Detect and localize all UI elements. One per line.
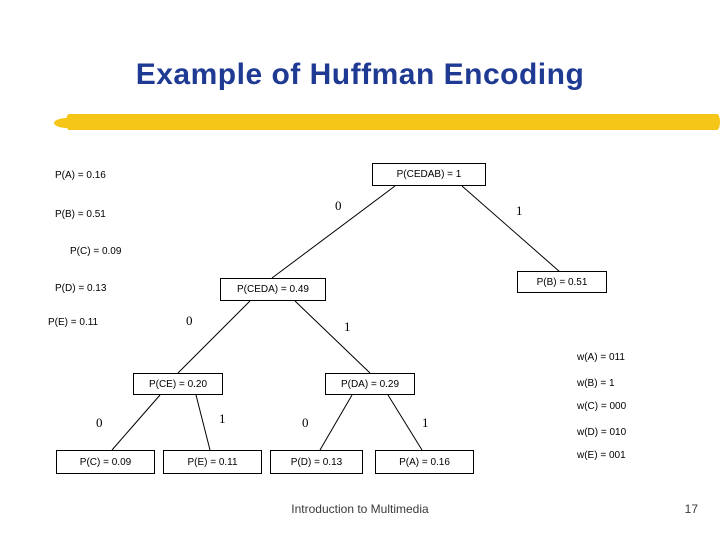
edge-label-ceda-right: 1: [344, 319, 351, 334]
tree-node-b[interactable]: P(B) = 0.51: [517, 271, 607, 293]
edge-label-ce-right: 1: [219, 411, 226, 426]
tree-node-e[interactable]: P(E) = 0.11: [163, 450, 262, 474]
tree-node-a[interactable]: P(A) = 0.16: [375, 450, 474, 474]
edge-label-root-left: 0: [335, 198, 342, 213]
codeword-c: w(C) = 000: [577, 401, 627, 412]
probability-e: P(E) = 0.11: [48, 317, 99, 328]
title-underline-decoration: [54, 114, 720, 130]
codeword-e: w(E) = 001: [577, 450, 626, 461]
edge-label-ce-left: 0: [96, 415, 103, 430]
edge-label-da-right: 1: [422, 415, 429, 430]
footer-text: Introduction to Multimedia: [291, 502, 429, 516]
tree-node-root[interactable]: P(CEDAB) = 1: [372, 163, 486, 186]
edge-label-ceda-left: 0: [186, 313, 193, 328]
tree-node-ceda[interactable]: P(CEDA) = 0.49: [220, 278, 326, 301]
tree-node-da[interactable]: P(DA) = 0.29: [325, 373, 415, 395]
codeword-d: w(D) = 010: [577, 427, 627, 438]
tree-node-d[interactable]: P(D) = 0.13: [270, 450, 363, 474]
tree-node-ce[interactable]: P(CE) = 0.20: [133, 373, 223, 395]
page-title: Example of Huffman Encoding: [135, 58, 585, 91]
probability-b: P(B) = 0.51: [55, 209, 106, 220]
edge-label-root-right: 1: [516, 203, 523, 218]
probability-c: P(C) = 0.09: [70, 246, 122, 257]
probability-a: P(A) = 0.16: [55, 170, 106, 181]
footer-page-number: 17: [684, 502, 698, 516]
codeword-a: w(A) = 011: [577, 352, 625, 363]
tree-node-c[interactable]: P(C) = 0.09: [56, 450, 155, 474]
probability-d: P(D) = 0.13: [55, 283, 107, 294]
codeword-b: w(B) = 1: [577, 378, 615, 389]
edge-label-da-left: 0: [302, 415, 309, 430]
